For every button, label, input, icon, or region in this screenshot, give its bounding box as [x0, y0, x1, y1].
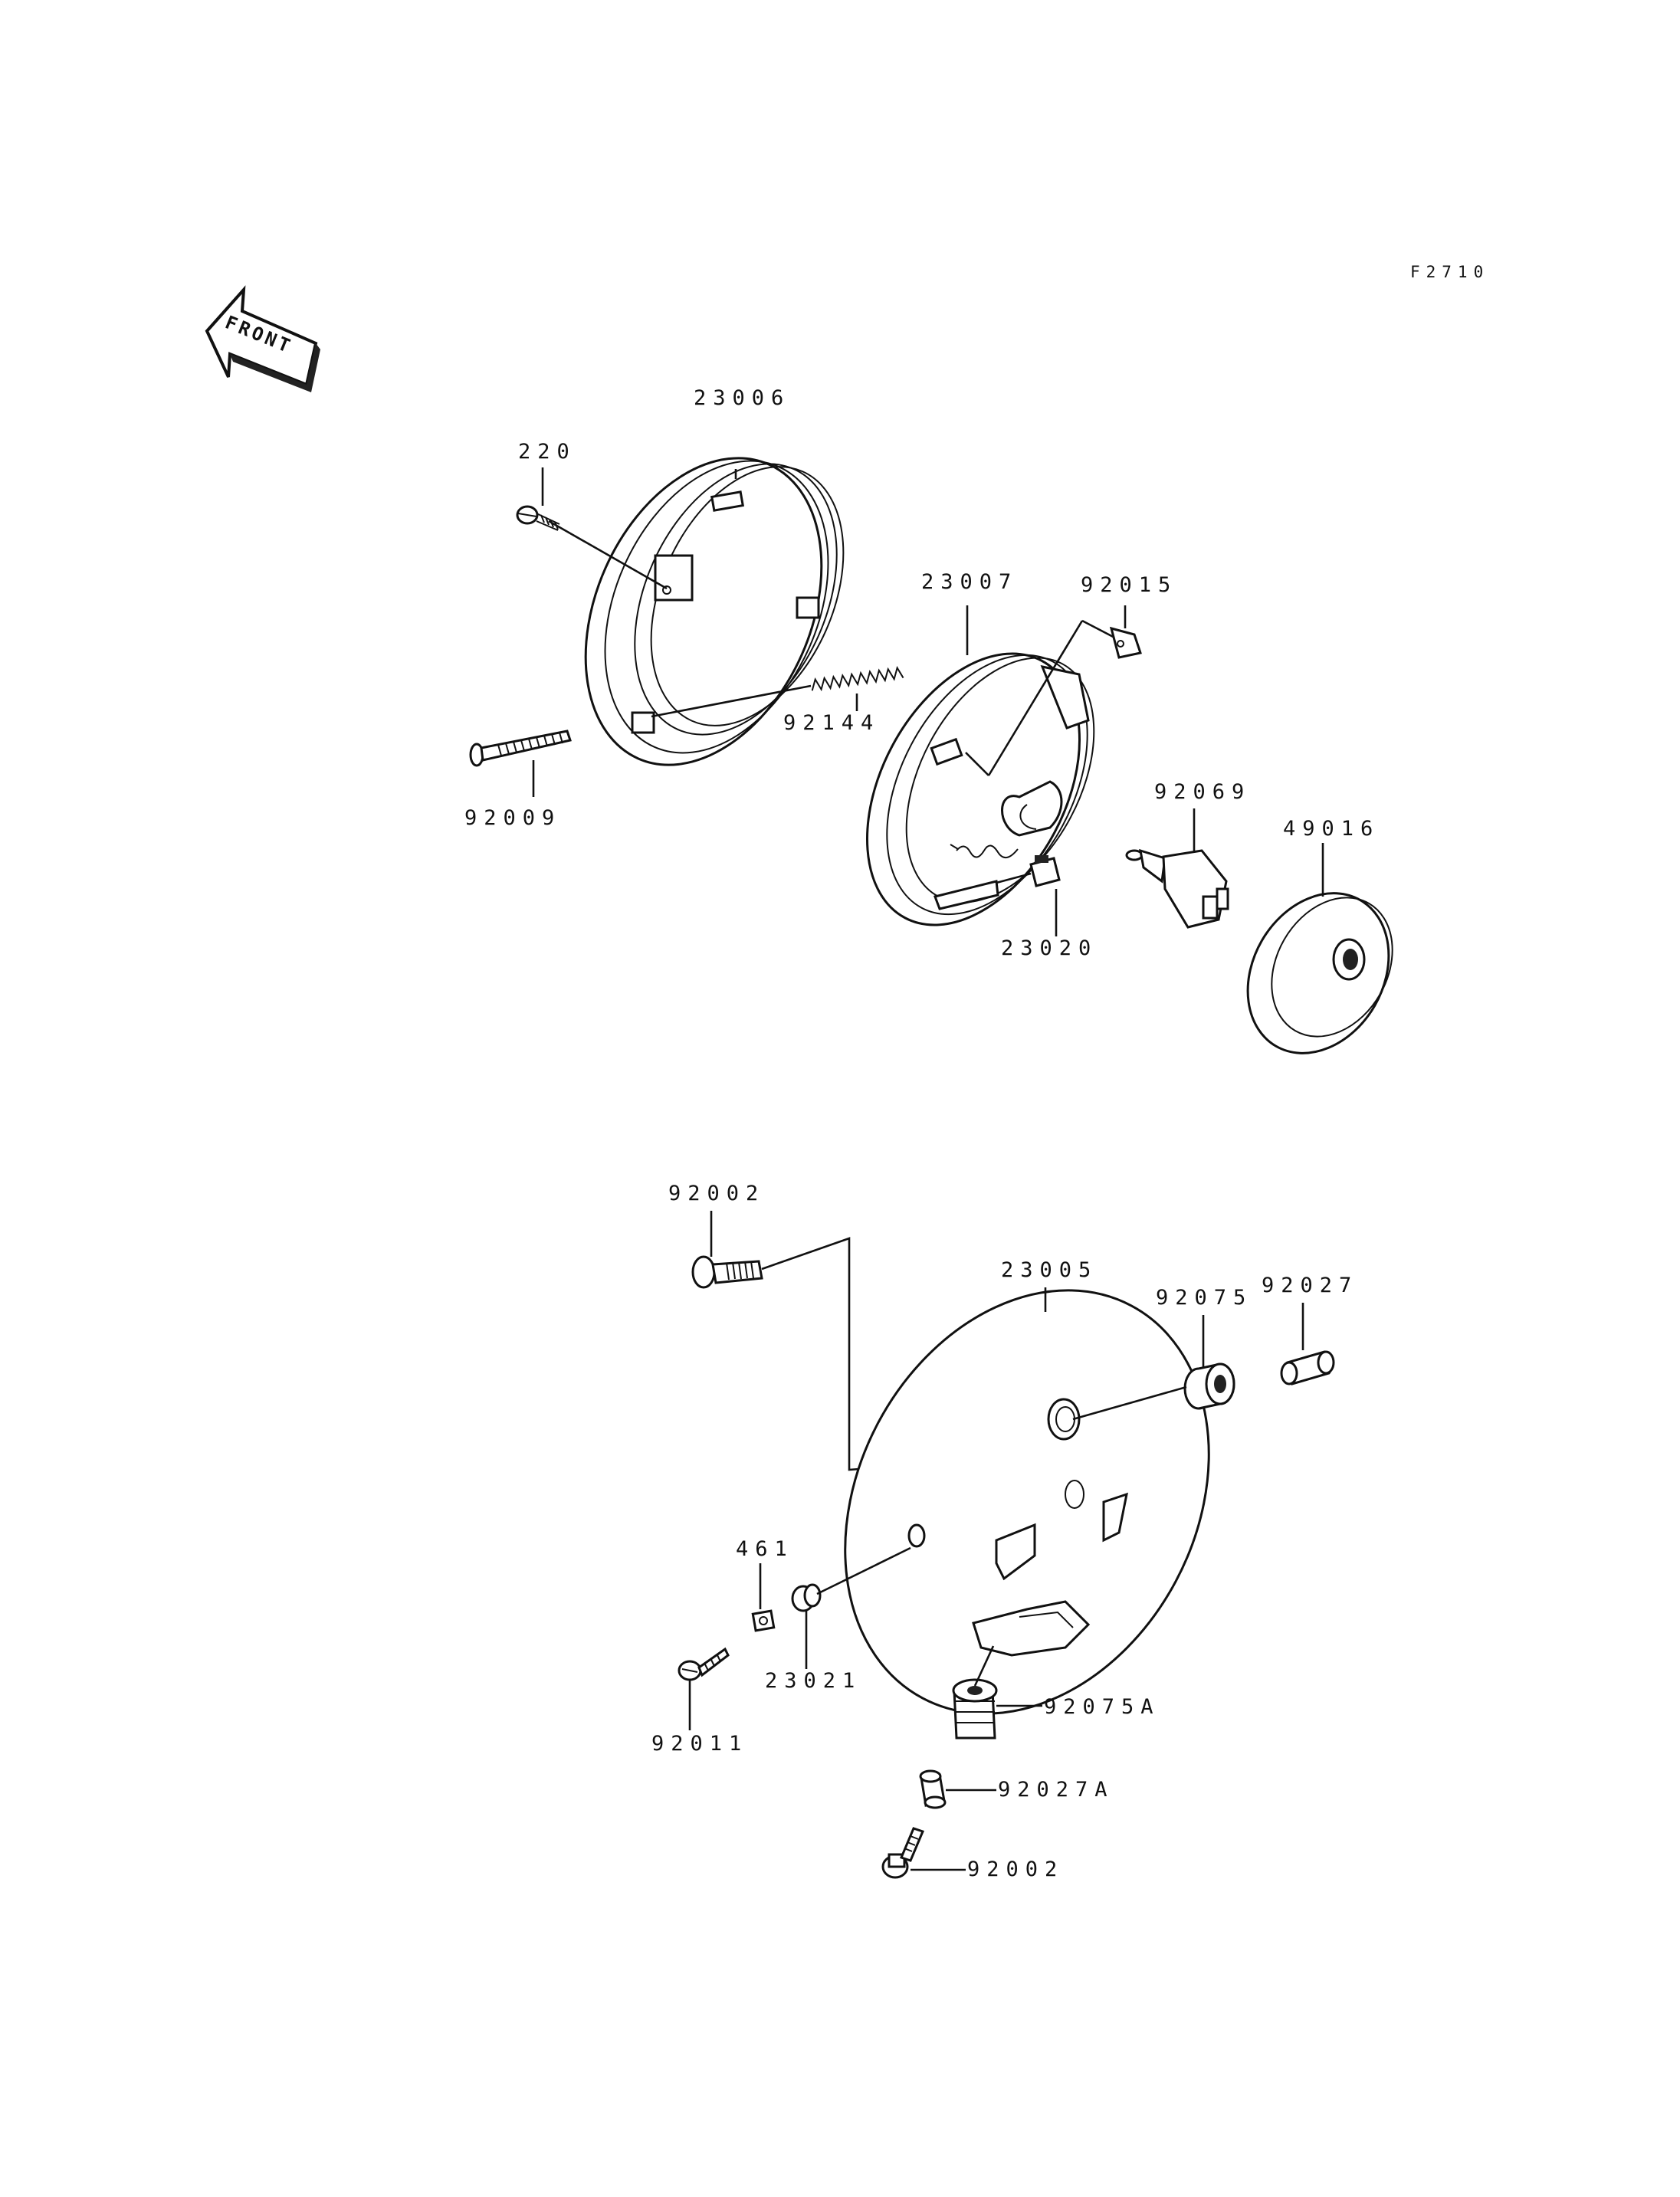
collar-92027	[1280, 1350, 1335, 1385]
screw-220	[516, 505, 560, 531]
bolt-92002-lower	[881, 1827, 925, 1879]
label-92002-upper: 92002	[668, 1182, 765, 1205]
label-23006: 23006	[694, 386, 790, 410]
bolt-92002-upper	[691, 1255, 763, 1289]
label-23020: 23020	[1001, 936, 1098, 960]
label-92011: 92011	[651, 1732, 748, 1756]
figure-code: F2710	[1410, 263, 1489, 281]
grommet-92075	[1183, 1362, 1235, 1410]
dust-cover-49016	[1246, 892, 1393, 1054]
label-23005: 23005	[1001, 1258, 1098, 1282]
label-461: 461	[736, 1537, 794, 1561]
clip-92015	[1109, 626, 1142, 659]
label-92015: 92015	[1081, 573, 1177, 597]
screw-92011	[678, 1647, 730, 1681]
headlight-unit	[865, 652, 1095, 926]
front-arrow-icon: FRONT	[205, 285, 320, 392]
label-92002-lower: 92002	[967, 1858, 1064, 1881]
label-92075A: 92075A	[1044, 1695, 1160, 1719]
label-92009: 92009	[464, 806, 561, 830]
label-23021: 23021	[765, 1669, 861, 1693]
nut-461	[751, 1609, 776, 1632]
label-23007: 23007	[921, 570, 1018, 594]
label-92027: 92027	[1262, 1274, 1358, 1297]
headlight-housing	[844, 1289, 1210, 1715]
connector-23020	[1029, 855, 1061, 887]
label-92075: 92075	[1156, 1286, 1252, 1310]
bulb-92069	[1125, 848, 1229, 929]
bushing-23021	[791, 1583, 822, 1612]
screw-92009	[469, 730, 572, 767]
label-220: 220	[518, 440, 576, 464]
label-49016: 49016	[1283, 817, 1380, 841]
spring-92144	[811, 666, 904, 692]
label-92144: 92144	[783, 711, 880, 735]
grommet-92075A	[952, 1678, 998, 1740]
label-92027A: 92027A	[998, 1778, 1114, 1802]
label-92069: 92069	[1154, 780, 1251, 804]
headlight-rim	[584, 457, 845, 766]
collar-92027A	[919, 1769, 947, 1809]
